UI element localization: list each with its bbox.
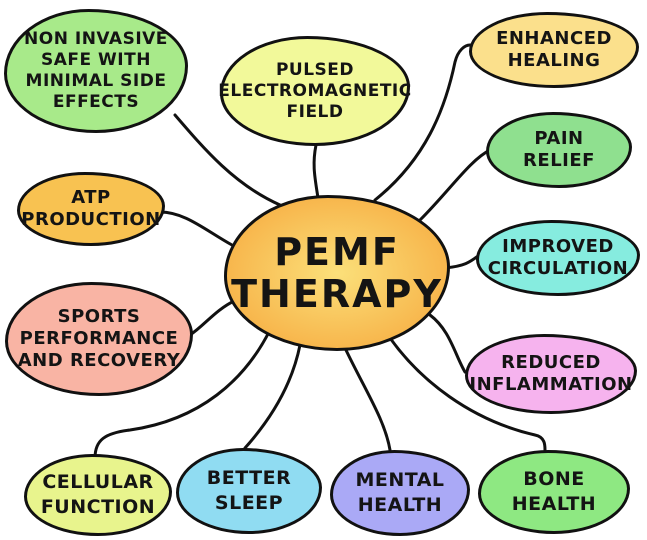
center-node-label: PEMF THERAPY: [231, 230, 443, 316]
node-cellular-function-label: CELLULAR FUNCTION: [40, 471, 156, 518]
center-node-pemf-therapy: PEMF THERAPY: [224, 195, 450, 351]
node-bone-health: BONE HEALTH: [478, 450, 630, 534]
node-mental-health: MENTAL HEALTH: [330, 450, 470, 536]
node-improved-circulation-label: IMPROVED CIRCULATION: [487, 236, 629, 279]
connector-reduced-inflammation: [428, 313, 467, 374]
node-atp-production: ATP PRODUCTION: [17, 172, 165, 246]
node-better-sleep-label: BETTER SLEEP: [206, 467, 292, 514]
node-non-invasive-label: NON INVASIVE SAFE WITH MINIMAL SIDE EFFE…: [24, 29, 168, 112]
node-reduced-inflammation: REDUCED INFLAMMATION: [465, 334, 637, 414]
node-cellular-function: CELLULAR FUNCTION: [24, 454, 172, 536]
node-improved-circulation: IMPROVED CIRCULATION: [476, 220, 640, 296]
node-bone-health-label: BONE HEALTH: [511, 468, 597, 515]
connector-sports-performance: [188, 298, 238, 337]
connector-enhanced-healing: [373, 43, 472, 202]
node-enhanced-healing-label: ENHANCED HEALING: [496, 28, 612, 71]
connector-mental-health: [343, 346, 392, 452]
connector-better-sleep: [243, 343, 302, 450]
connector-atp-production: [158, 210, 234, 247]
node-non-invasive: NON INVASIVE SAFE WITH MINIMAL SIDE EFFE…: [4, 9, 188, 133]
connector-non-invasive: [173, 113, 282, 207]
node-sports-performance-and-recovery-label: SPORTS PERFORMANCE AND RECOVERY: [17, 306, 181, 371]
connector-bone-health: [388, 336, 547, 452]
node-mental-health-label: MENTAL HEALTH: [355, 469, 445, 516]
node-reduced-inflammation-label: REDUCED INFLAMMATION: [469, 352, 633, 395]
connector-pulsed-field: [312, 143, 320, 200]
node-better-sleep: BETTER SLEEP: [176, 448, 322, 534]
node-pulsed-electromagnetic-field-label: PULSED ELECTROMAGNETIC FIELD: [218, 59, 412, 122]
node-sports-performance-and-recovery: SPORTS PERFORMANCE AND RECOVERY: [5, 282, 193, 396]
node-pain-relief: PAIN RELIEF: [486, 112, 632, 188]
node-atp-production-label: ATP PRODUCTION: [21, 187, 161, 230]
node-pulsed-electromagnetic-field: PULSED ELECTROMAGNETIC FIELD: [218, 36, 412, 146]
connector-cellular-function: [93, 328, 272, 460]
connector-pain-relief: [418, 148, 492, 222]
node-pain-relief-label: PAIN RELIEF: [523, 128, 595, 171]
node-enhanced-healing: ENHANCED HEALING: [469, 12, 639, 88]
